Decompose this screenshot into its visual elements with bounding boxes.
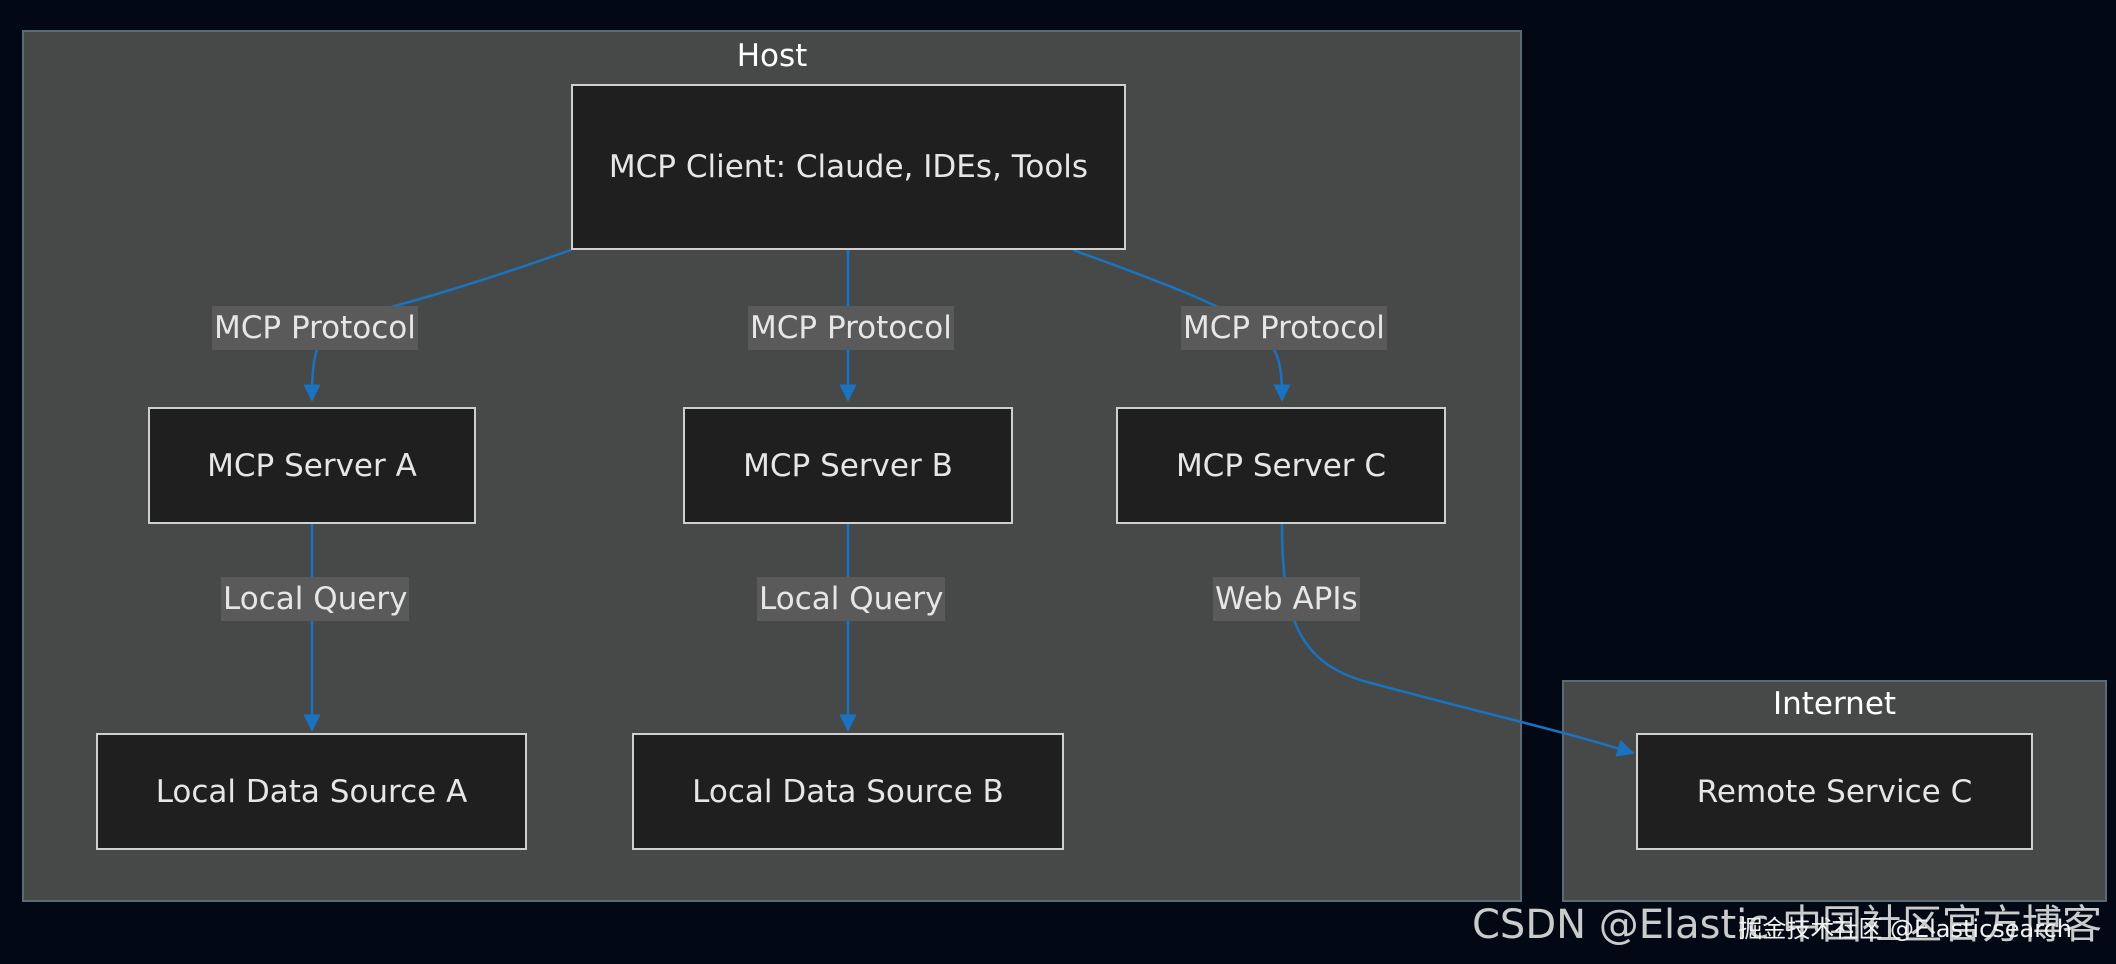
mcp-client-label: MCP Client: Claude, IDEs, Tools [608, 149, 1089, 185]
edge-server-c-to-remote-c [1280, 523, 1635, 757]
local-data-source-a-label: Local Data Source A [155, 773, 468, 810]
host-cluster-title: Host [736, 38, 808, 74]
edge-label-server-c-remote-c: Web APIs [1213, 577, 1360, 621]
mcp-client-node: MCP Client: Claude, IDEs, Tools [571, 84, 1126, 250]
mcp-server-b-label: MCP Server B [743, 447, 953, 484]
mcp-server-a-node: MCP Server A [148, 407, 476, 524]
edge-label-server-b-source-b: Local Query [757, 577, 946, 621]
watermark-overlay: 掘金技术社区 @Elasticsearch [1738, 915, 2072, 943]
remote-service-c-label: Remote Service C [1696, 773, 1973, 810]
internet-cluster-title: Internet [1772, 686, 1897, 722]
local-data-source-b-label: Local Data Source B [692, 773, 1004, 810]
mcp-server-c-label: MCP Server C [1175, 447, 1387, 484]
local-data-source-a-node: Local Data Source A [96, 733, 527, 850]
edge-label-server-a-source-a: Local Query [221, 577, 410, 621]
mcp-server-b-node: MCP Server B [683, 407, 1013, 524]
edge-label-client-server-a: MCP Protocol [212, 306, 418, 350]
mcp-server-c-node: MCP Server C [1116, 407, 1446, 524]
edge-label-client-server-b: MCP Protocol [748, 306, 954, 350]
mcp-server-a-label: MCP Server A [207, 447, 417, 484]
watermark: CSDN @Elastic 中国社区官方博客 掘金技术社区 @Elasticse… [1472, 892, 2102, 950]
local-data-source-b-node: Local Data Source B [632, 733, 1064, 850]
remote-service-c-node: Remote Service C [1636, 733, 2033, 850]
watermark-main: CSDN @Elastic 中国社区官方博客 [1472, 902, 2102, 948]
edge-label-client-server-c: MCP Protocol [1181, 306, 1387, 350]
